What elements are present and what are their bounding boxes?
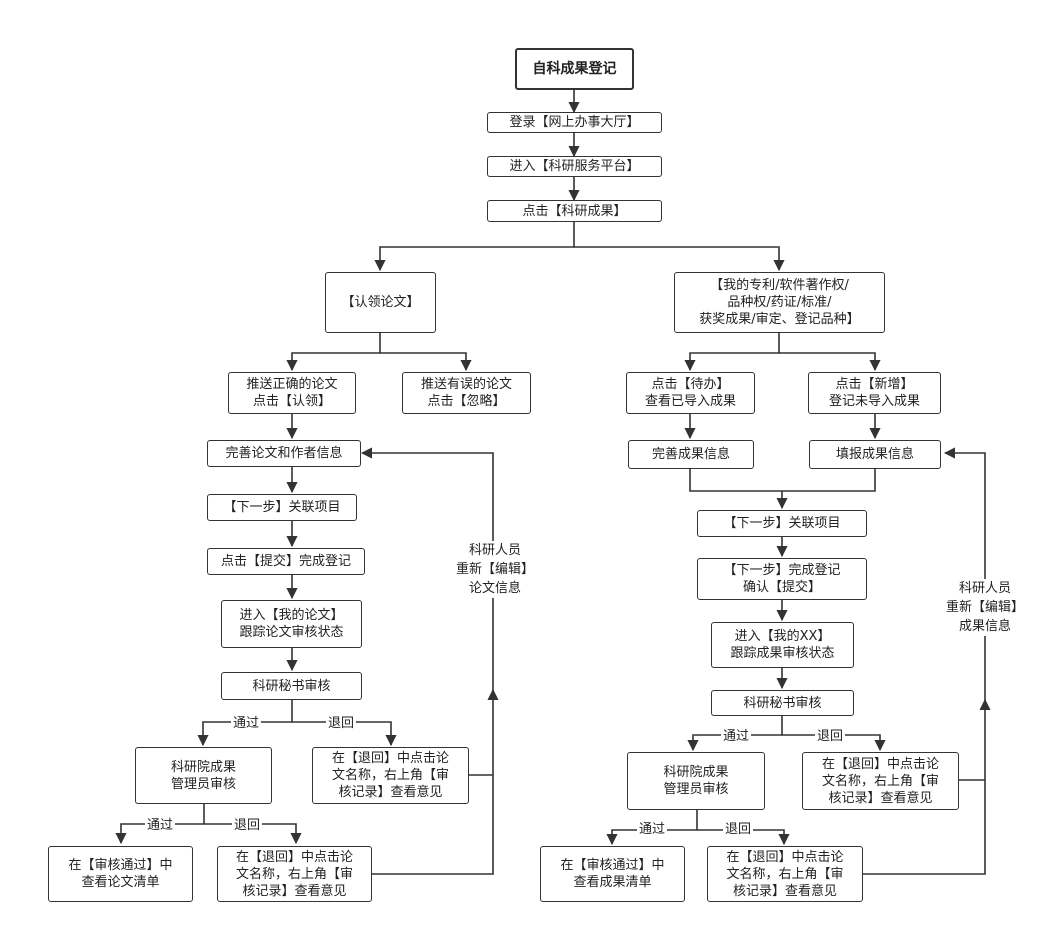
submit-box: 点击【提交】完成登记 (207, 548, 365, 575)
return-box-1-r-text: 在【退回】中点击论 文名称，右上角【审 核记录】查看意见 (821, 756, 939, 806)
return-box-2-text: 在【退回】中点击论 文名称，右上角【审 核记录】查看意见 (235, 849, 353, 899)
return-box-1-text: 在【退回】中点击论 文名称，右上角【审 核记录】查看意见 (331, 751, 449, 800)
right-return-label-1: 退回 (815, 729, 846, 744)
correct-text: 推送正确的论文 点击【认领】 (246, 377, 338, 409)
confirm-box: 【下一步】完成登记 确认【提交】 (697, 558, 867, 600)
new-box: 点击【新增】 登记未导入成果 (808, 372, 941, 414)
login-box: 登录【网上办事大厅】 (487, 112, 662, 133)
approved-box-r: 在【审核通过】中 查看成果清单 (540, 846, 685, 902)
right-pass-label-2: 通过 (637, 822, 668, 837)
admin-r-text: 科研院成果 管理员审核 (663, 765, 729, 797)
todo-box: 点击【待办】 查看已导入成果 (626, 372, 755, 414)
edge-secretary-split-b (292, 721, 397, 747)
improve-box: 完善论文和作者信息 (207, 440, 361, 467)
admin-text: 科研院成果 管理员审核 (170, 759, 236, 792)
approved-box: 在【审核通过】中 查看论文清单 (48, 846, 193, 902)
fill-text: 填报成果信息 (835, 447, 914, 462)
return-box-1: 在【退回】中点击论 文名称，右上角【审 核记录】查看意见 (312, 747, 469, 804)
edge-merge (689, 469, 876, 492)
track-box-r: 进入【我的XX】 跟踪成果审核状态 (711, 622, 854, 668)
left-return-label-1: 退回 (326, 716, 357, 731)
mine-box: 【我的专利/软件著作权/ 品种权/药证/标准/ 获奖成果/审定、登记品种】 (674, 272, 885, 333)
improve-r-text: 完善成果信息 (651, 447, 730, 462)
right-return-label-2: 退回 (723, 822, 754, 837)
confirm-text: 【下一步】完成登记 确认【提交】 (723, 563, 841, 595)
login-text: 登录【网上办事大厅】 (509, 115, 640, 130)
edge-claim-split (286, 333, 381, 372)
submit-text: 点击【提交】完成登记 (220, 554, 351, 569)
edge-mine-split-b (779, 352, 881, 372)
mine-text: 【我的专利/软件著作权/ 品种权/药证/标准/ 获奖成果/审定、登记品种】 (699, 278, 860, 327)
secretary-box-r: 科研秘书审核 (711, 690, 854, 716)
next-text: 【下一步】关联项目 (223, 500, 341, 515)
return-box-1-r: 在【退回】中点击论 文名称，右上角【审 核记录】查看意见 (802, 752, 959, 810)
return-box-2-r-text: 在【退回】中点击论 文名称，右上角【审 核记录】查看意见 (726, 849, 844, 899)
right-pass-label-1: 通过 (721, 729, 752, 744)
left-pass-label-1: 通过 (231, 716, 262, 731)
claim-box: 【认领论文】 (325, 272, 436, 333)
edge-left-return-loop (372, 688, 499, 875)
edge-left-loop-top (360, 447, 494, 692)
admin-box: 科研院成果 管理员审核 (135, 747, 272, 804)
new-text: 点击【新增】 登记未导入成果 (828, 377, 920, 409)
left-side-note: 科研人员 重新【编辑】 论文信息 (445, 541, 545, 598)
return-box-2-r: 在【退回】中点击论 文名称，右上角【审 核记录】查看意见 (707, 846, 863, 902)
edge-mine-split (684, 333, 780, 372)
todo-text: 点击【待办】 查看已导入成果 (644, 377, 736, 409)
correct-box: 推送正确的论文 点击【认领】 (228, 372, 356, 414)
secretary-r-text: 科研秘书审核 (743, 695, 822, 711)
title-text: 自科成果登记 (532, 60, 617, 77)
right-side-note: 科研人员 重新【编辑】 成果信息 (935, 579, 1035, 636)
left-return-label-2: 退回 (232, 818, 263, 833)
claim-text: 【认领论文】 (341, 295, 420, 310)
edge-claim-split-b (380, 352, 472, 372)
track-r-text: 进入【我的XX】 跟踪成果审核状态 (730, 629, 835, 661)
track-text: 进入【我的论文】 跟踪论文审核状态 (239, 608, 344, 640)
improve-text: 完善论文和作者信息 (225, 446, 343, 461)
approved-r-text: 在【审核通过】中 查看成果清单 (560, 858, 665, 890)
click-box: 点击【科研成果】 (487, 200, 662, 222)
click-text: 点击【科研成果】 (522, 203, 627, 219)
edge-right-loop-top (943, 447, 986, 702)
edge-click-split-right (574, 246, 785, 272)
improve-box-r: 完善成果信息 (628, 440, 754, 469)
title-box: 自科成果登记 (515, 48, 634, 90)
wrong-box: 推送有误的论文 点击【忽略】 (402, 372, 531, 414)
enter-box: 进入【科研服务平台】 (487, 156, 662, 177)
edge-right-return-loop (863, 698, 991, 875)
edge-secretary-split-r-b (782, 734, 886, 752)
secretary-text: 科研秘书审核 (252, 678, 331, 694)
approved-text: 在【审核通过】中 查看论文清单 (68, 858, 173, 890)
left-pass-label-2: 通过 (145, 818, 176, 833)
admin-box-r: 科研院成果 管理员审核 (627, 752, 765, 810)
next-r-text: 【下一步】关联项目 (723, 516, 841, 531)
return-box-2: 在【退回】中点击论 文名称，右上角【审 核记录】查看意见 (217, 846, 372, 902)
secretary-box: 科研秘书审核 (221, 672, 362, 700)
track-box: 进入【我的论文】 跟踪论文审核状态 (221, 600, 362, 648)
next-box: 【下一步】关联项目 (207, 494, 357, 521)
next-box-r: 【下一步】关联项目 (697, 510, 867, 537)
fill-box: 填报成果信息 (809, 440, 941, 469)
wrong-text: 推送有误的论文 点击【忽略】 (420, 377, 512, 409)
edge-click-split (374, 222, 575, 272)
enter-text: 进入【科研服务平台】 (509, 159, 640, 174)
